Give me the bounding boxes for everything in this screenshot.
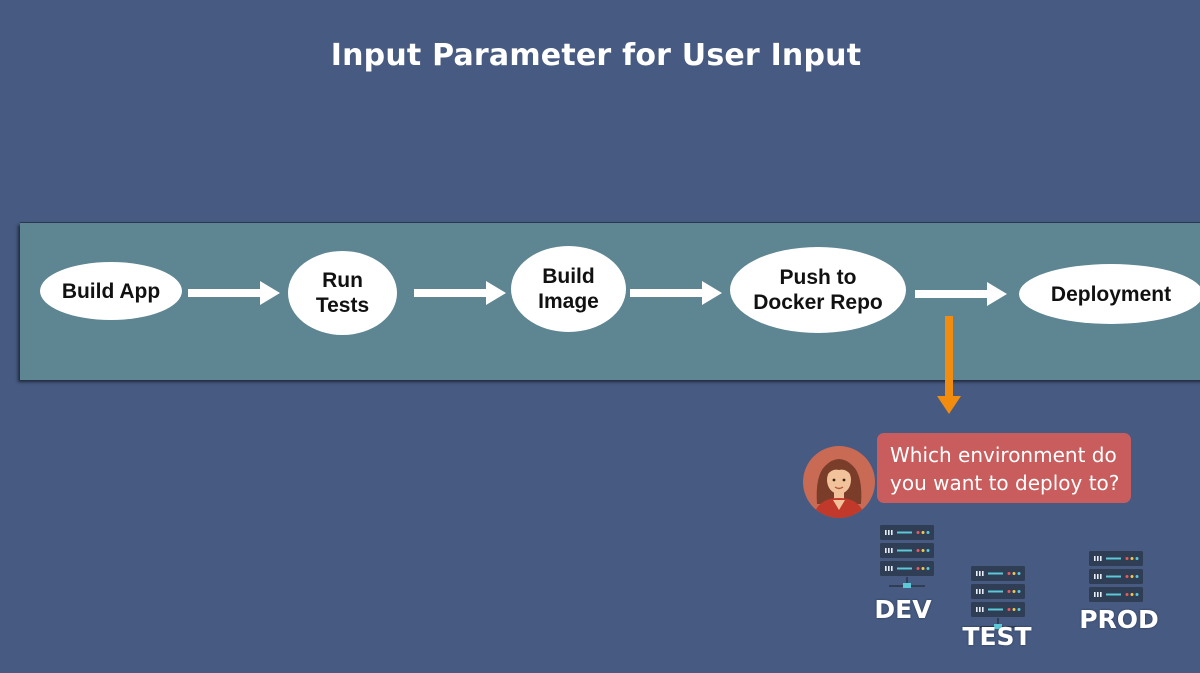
arrow-image-to-push	[630, 281, 722, 305]
stage-label: Run Tests	[315, 269, 370, 317]
arrow-tests-to-image	[414, 281, 506, 305]
stage-build-app: Build App	[40, 262, 182, 320]
decision-arrow	[937, 316, 961, 414]
diagram-title: Input Parameter for User Input	[330, 38, 862, 73]
env-label-dev: DEV	[874, 595, 932, 624]
stage-label: Push to Docker Repo	[753, 266, 883, 314]
env-label-prod: PROD	[1079, 605, 1159, 634]
stage-run-tests: Run Tests	[288, 251, 397, 335]
arrow-push-to-deploy	[915, 282, 1007, 306]
prod-server-icon	[1089, 551, 1143, 602]
stage-deployment: Deployment	[1019, 264, 1200, 324]
stage-label: Build App	[61, 279, 161, 303]
prompt-bubble: Which environment do you want to deploy …	[877, 433, 1131, 503]
test-server-icon	[971, 566, 1025, 629]
arrow-build-to-tests	[188, 281, 280, 305]
stage-push-docker: Push to Docker Repo	[730, 247, 906, 333]
user-avatar-icon	[803, 446, 875, 518]
stage-label: Deployment	[1050, 282, 1172, 306]
dev-server-icon	[880, 525, 934, 588]
stage-build-image: Build Image	[511, 246, 626, 332]
stage-label: Build Image	[538, 265, 599, 313]
env-label-test: TEST	[962, 622, 1032, 651]
